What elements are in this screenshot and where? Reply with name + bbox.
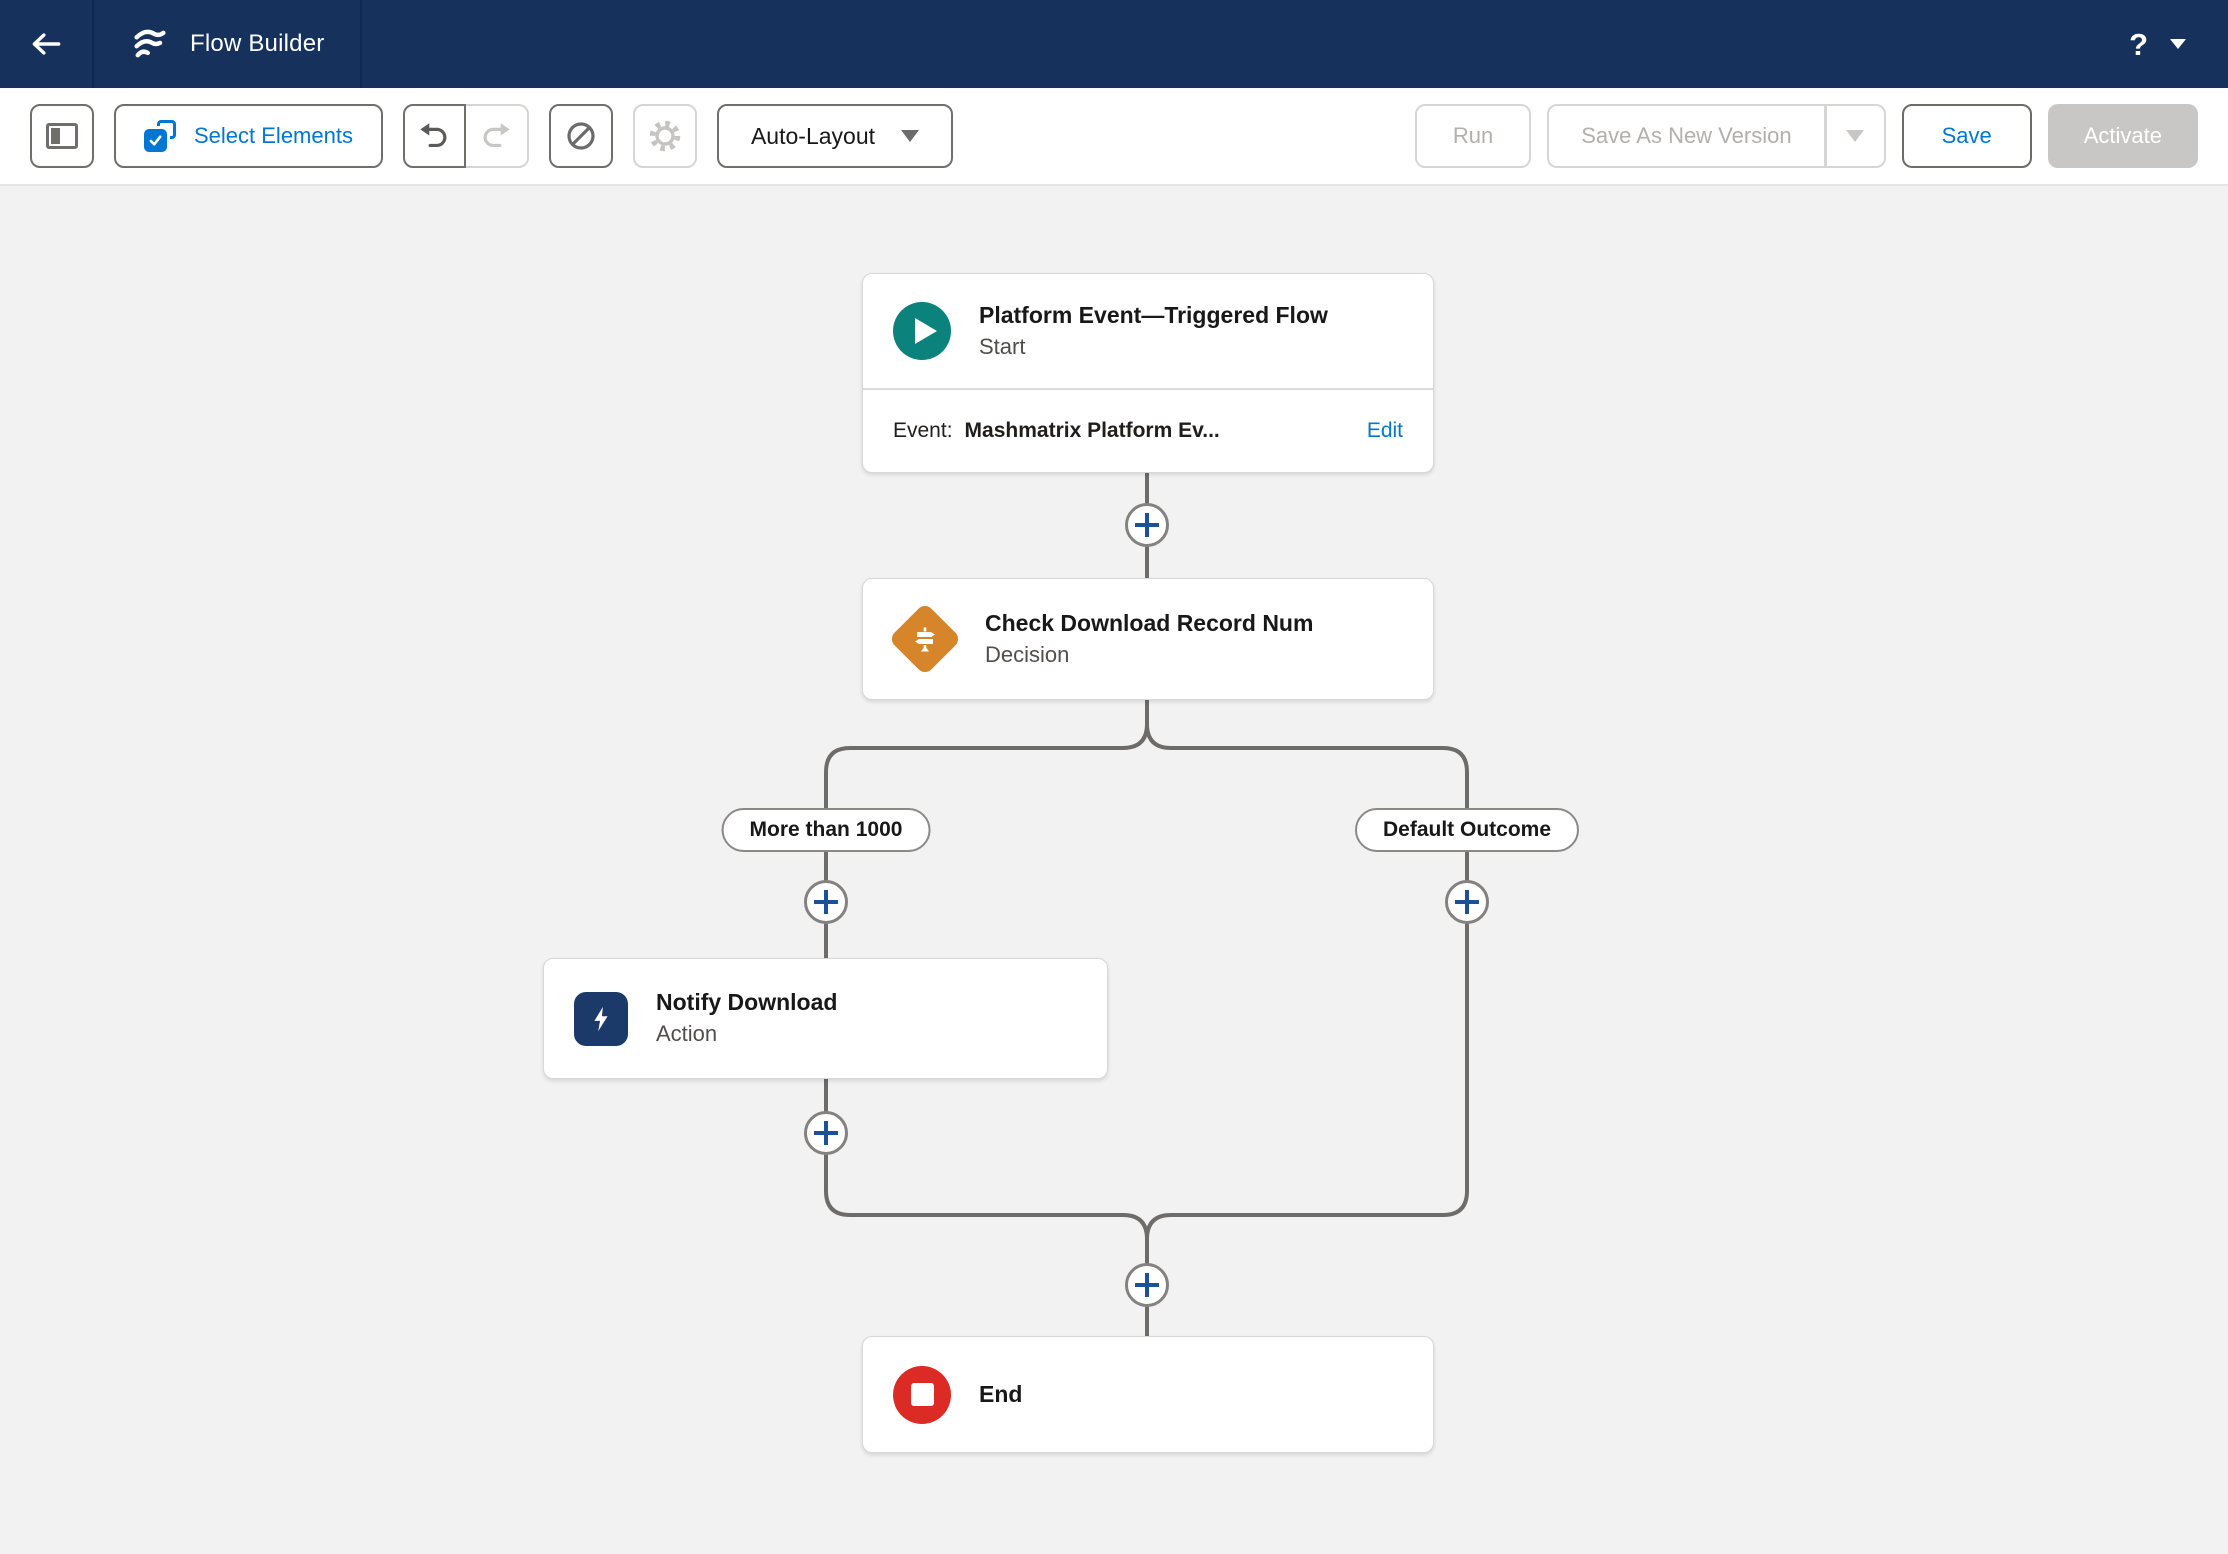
action-icon: [574, 991, 628, 1046]
plus-icon: [814, 1121, 838, 1145]
action-node-subtitle: Action: [656, 1021, 718, 1047]
save-button-label: Save: [1941, 123, 1992, 148]
layout-selector[interactable]: Auto-Layout: [716, 104, 953, 168]
add-element-button[interactable]: [1125, 1263, 1169, 1307]
settings-gear-icon: [649, 120, 681, 152]
start-icon: [893, 302, 951, 360]
help-icon: ?: [2129, 26, 2148, 62]
decision-node-main: Check Download Record Num Decision: [863, 579, 1433, 699]
end-node-main: End: [863, 1337, 1433, 1452]
start-node-title: Platform Event—Triggered Flow: [979, 301, 1328, 328]
branch-label-default-outcome: Default Outcome: [1354, 808, 1580, 852]
start-node-main: Platform Event—Triggered Flow Start: [863, 274, 1433, 388]
add-element-button[interactable]: [1445, 880, 1489, 924]
layout-selector-label: Auto-Layout: [750, 122, 875, 149]
chevron-down-icon: [1846, 130, 1865, 142]
event-label: Event:: [893, 419, 953, 442]
decision-icon: [888, 602, 962, 676]
add-element-button[interactable]: [804, 880, 848, 924]
circle-slash-icon: [567, 122, 595, 150]
edit-link[interactable]: Edit: [1366, 419, 1403, 442]
plus-icon: [814, 890, 838, 914]
start-event-row: Event: Mashmatrix Platform Ev... Edit: [863, 388, 1433, 472]
plus-icon: [1135, 1273, 1159, 1297]
back-button[interactable]: [0, 0, 94, 88]
app-brand: Flow Builder: [94, 0, 363, 88]
chevron-down-icon: [2170, 39, 2186, 49]
decision-node[interactable]: Check Download Record Num Decision: [862, 578, 1434, 700]
redo-button[interactable]: [465, 104, 529, 168]
start-node[interactable]: Platform Event—Triggered Flow Start Even…: [862, 273, 1434, 473]
run-button[interactable]: Run: [1414, 104, 1532, 168]
toolbar: Select Elements Auto-Layout: [0, 88, 2228, 186]
save-as-new-version-button[interactable]: Save As New Version: [1547, 104, 1826, 168]
branch-label-more-than-1000: More than 1000: [721, 808, 931, 852]
select-elements-label: Select Elements: [194, 123, 353, 148]
select-elements-button[interactable]: Select Elements: [114, 104, 383, 168]
app-title: Flow Builder: [190, 30, 325, 57]
flow-settings-button[interactable]: [632, 104, 697, 168]
decision-node-subtitle: Decision: [985, 641, 1070, 667]
activate-button[interactable]: Activate: [2047, 104, 2198, 168]
decision-node-title: Check Download Record Num: [985, 609, 1314, 636]
event-value: Mashmatrix Platform Ev...: [964, 419, 1220, 442]
redo-icon: [484, 123, 511, 148]
add-element-button[interactable]: [804, 1111, 848, 1155]
back-arrow-icon: [32, 33, 61, 55]
help-menu-button[interactable]: ?: [2087, 0, 2228, 88]
toolbar-right-group: Run Save As New Version Save Activate: [1414, 104, 2198, 168]
start-node-subtitle: Start: [979, 333, 1026, 359]
select-elements-icon: [144, 120, 176, 152]
end-icon: [893, 1365, 951, 1424]
undo-icon: [420, 123, 447, 148]
save-as-new-version-group: Save As New Version: [1547, 104, 1886, 168]
end-node-title: End: [979, 1380, 1023, 1407]
action-node[interactable]: Notify Download Action: [543, 958, 1108, 1079]
run-button-label: Run: [1452, 123, 1494, 148]
toggle-left-panel-button[interactable]: [30, 104, 94, 168]
action-node-main: Notify Download Action: [544, 959, 1107, 1078]
flow-builder-icon: [134, 29, 166, 58]
save-as-new-version-label: Save As New Version: [1581, 123, 1792, 148]
disable-elements-button[interactable]: [548, 104, 613, 168]
undo-button[interactable]: [402, 104, 466, 168]
end-node[interactable]: End: [862, 1336, 1434, 1453]
plus-icon: [1455, 890, 1479, 914]
undo-redo-group: [402, 104, 529, 168]
save-button[interactable]: Save: [1901, 104, 2032, 168]
add-element-button[interactable]: [1125, 503, 1169, 547]
action-node-title: Notify Download: [656, 989, 838, 1016]
header-spacer: [362, 0, 2087, 88]
app-header: Flow Builder ?: [0, 0, 2228, 88]
flow-canvas[interactable]: Platform Event—Triggered Flow Start Even…: [0, 186, 2228, 1554]
panel-toggle-icon: [46, 123, 78, 149]
plus-icon: [1135, 513, 1159, 537]
activate-button-label: Activate: [2083, 123, 2162, 148]
chevron-down-icon: [901, 130, 919, 142]
save-as-new-version-caret-button[interactable]: [1825, 104, 1886, 168]
